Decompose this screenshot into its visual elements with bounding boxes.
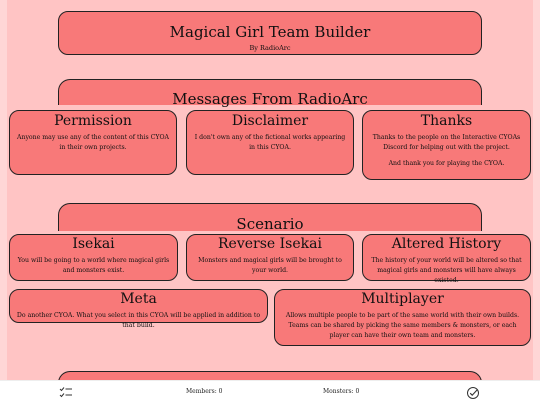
permission-card[interactable]: Permission Anyone may use any of the con…: [9, 110, 177, 175]
title-card: Magical Girl Team Builder By RadioArc: [58, 11, 482, 55]
card-title: Altered History: [391, 236, 502, 252]
card-title: Multiplayer: [361, 291, 444, 307]
card-title: Isekai: [72, 236, 115, 252]
members-count: Members: 0: [186, 388, 223, 395]
altered-history-card[interactable]: Altered History The history of your worl…: [362, 234, 531, 284]
page-title: Magical Girl Team Builder: [169, 23, 371, 41]
page-byline: By RadioArc: [249, 44, 291, 52]
card-text: I don't own any of the fictional works a…: [194, 134, 346, 151]
card-text-2: And thank you for playing the CYOA.: [388, 160, 505, 167]
card-title: Meta: [120, 291, 157, 307]
card-title: Disclaimer: [231, 113, 309, 129]
card-text: Do another CYOA. What you select in this…: [16, 312, 261, 329]
check-circle-icon[interactable]: [466, 386, 480, 400]
messages-title: Messages From RadioArc: [172, 90, 368, 108]
left-rail: [0, 0, 7, 405]
reverse-isekai-card[interactable]: Reverse Isekai Monsters and magical girl…: [186, 234, 354, 281]
card-text: Allows multiple people to be part of the…: [285, 312, 520, 339]
card-text: Monsters and magical girls will be broug…: [198, 257, 342, 274]
meta-card[interactable]: Meta Do another CYOA. What you select in…: [9, 289, 268, 329]
disclaimer-card[interactable]: Disclaimer I don't own any of the fictio…: [186, 110, 354, 175]
footer-bar: Members: 0 Monsters: 0: [0, 380, 540, 405]
right-rail: [533, 0, 540, 405]
messages-header: Messages From RadioArc: [58, 79, 482, 108]
scenario-header: Scenario: [58, 203, 482, 233]
isekai-card[interactable]: Isekai You will be going to a world wher…: [9, 234, 178, 281]
list-check-icon[interactable]: [59, 386, 73, 400]
card-title: Permission: [54, 113, 132, 129]
monsters-count: Monsters: 0: [323, 388, 360, 395]
scenario-title: Scenario: [236, 215, 304, 233]
card-title: Reverse Isekai: [218, 236, 322, 252]
card-text: You will be going to a world where magic…: [17, 257, 170, 274]
card-title: Thanks: [420, 113, 473, 129]
card-text: Anyone may use any of the content of thi…: [16, 134, 169, 151]
multiplayer-card[interactable]: Multiplayer Allows multiple people to be…: [274, 289, 531, 346]
card-text: The history of your world will be altere…: [371, 257, 522, 284]
card-text: Thanks to the people on the Interactive …: [372, 134, 521, 151]
thanks-card[interactable]: Thanks Thanks to the people on the Inter…: [362, 110, 531, 180]
